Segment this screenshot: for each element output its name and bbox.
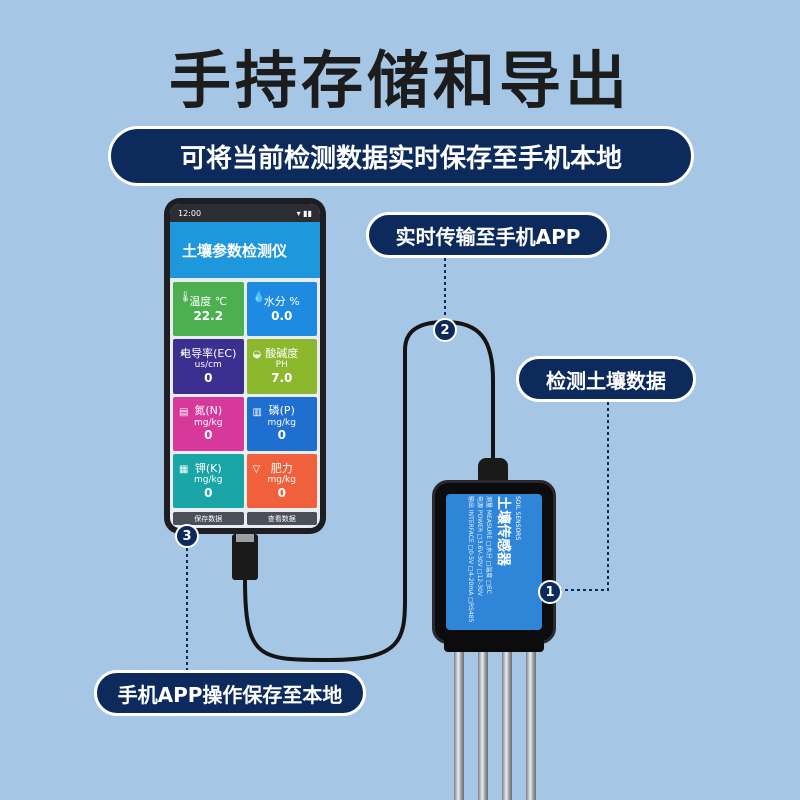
save-data-button[interactable]: 保存数据 [173,512,244,525]
subtitle-banner: 可将当前检测数据实时保存至手机本地 [108,126,694,186]
sensor-english-name: SOIL SENSORS [514,496,521,541]
sensor-probe [526,650,536,800]
reading-value: 22.2 [193,308,224,323]
water-drop-icon: 💧 [252,292,265,303]
reading-label: 水分 % [263,295,300,309]
reading-unit: mg/kg [194,417,223,428]
sensor-probe [478,650,488,800]
reading-label: 钾(K) [194,461,222,475]
sensor-spec-line: 电源 POWER □3.6V-30V □12-30V [476,496,483,597]
step-badge-1: 1 [538,580,562,604]
view-data-button[interactable]: 查看数据 [246,512,317,525]
nitrogen-icon: ▤ [179,406,189,418]
reading-label: 酸碱度 [265,347,299,361]
sensor-probe [502,650,512,800]
reading-value: 0 [277,428,286,443]
reading-value: 0 [204,428,213,443]
reading-unit: mg/kg [194,474,223,485]
reading-label: 磷(P) [268,404,295,418]
conductivity-icon: ⚡ [179,349,187,361]
step-badge-3: 3 [175,524,199,548]
sensor-probe [454,650,464,800]
potassium-icon: ▦ [179,463,189,475]
sensor-title: 土壤传感器 [495,496,511,566]
sensor-spec-line: 输出 INTERFACE □0-5V □4-20mA □RS485 [467,496,474,623]
status-bar: 12:00 ▾ ▮▮ [170,204,320,222]
bottom-actions: 保存数据 查看数据 [170,512,320,528]
reading-value: 0 [277,485,286,500]
reading-unit: PH [275,360,288,371]
reading-value: 7.0 [271,371,293,386]
callout-soil-data: 检测土壤数据 [516,356,696,402]
reading-label: 电导率(EC) [180,347,237,361]
thermometer-icon: 🌡 [179,292,192,303]
reading-value: 0 [204,485,213,500]
reading-label: 肥力 [270,461,293,475]
phosphorus-icon: ▥ [252,406,262,418]
sensor-base [444,640,544,652]
reading-unit: mg/kg [267,474,296,485]
callout-app-save: 手机APP操作保存至本地 [94,670,366,716]
step-badge-2: 2 [433,318,457,342]
reading-unit: mg/kg [267,417,296,428]
reading-label: 温度 ℃ [189,295,228,309]
page-title: 手持存储和导出 [168,44,631,117]
sensor-label: SOIL SENSORS 土壤传感器 测量 MEASURE □水分 □温度 □E… [446,494,542,630]
fertility-icon: ▽ [252,463,261,475]
callout-realtime-app: 实时传输至手机APP [366,212,610,258]
reading-value: 0.0 [271,308,293,323]
reading-tile[interactable]: 💧水分 %0.0 [246,282,317,337]
sensor-spec-line: 测量 MEASURE □水分 □温度 □EC [485,496,492,594]
usb-plug-connector [236,534,254,542]
reading-value: 0 [204,371,213,386]
signal-battery-icon: ▾ ▮▮ [296,208,312,218]
ph-icon: ◒ [252,349,262,361]
status-time: 12:00 [178,208,202,218]
app-title: 土壤参数检测仪 [170,222,320,278]
reading-unit: us/cm [194,360,222,371]
reading-label: 氮(N) [194,404,223,418]
